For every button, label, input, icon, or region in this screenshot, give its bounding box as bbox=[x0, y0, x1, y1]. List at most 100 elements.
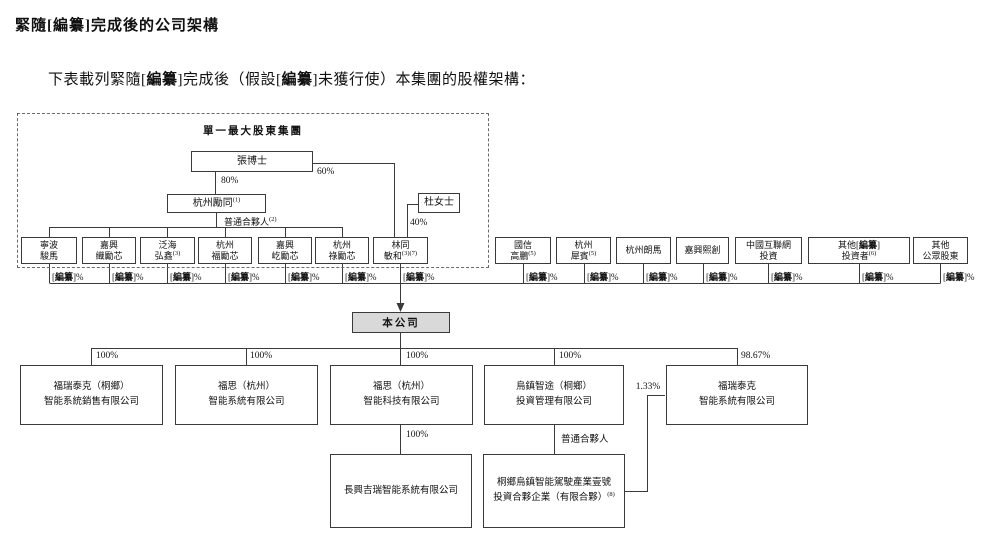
bracket: [ bbox=[288, 272, 291, 282]
pct-redacted-label: [編纂]% bbox=[112, 270, 144, 283]
bracket-pct: ]% bbox=[73, 272, 84, 282]
label-100pct: 100% bbox=[559, 351, 582, 361]
redacted-word: 編纂 bbox=[291, 272, 310, 282]
box-hangzhou-xibin: 杭州 犀賓(5) bbox=[556, 237, 611, 264]
box-the-company: 本公司 bbox=[352, 312, 450, 333]
redacted-word: 編纂 bbox=[406, 272, 425, 282]
entity-name: 公眾股東 bbox=[922, 250, 959, 261]
pct-redacted-label: [編纂]% bbox=[646, 270, 678, 283]
entity-name: 杭州勵同(1) bbox=[193, 196, 241, 210]
box-other-public-shareholders: 其他 公眾股東 bbox=[913, 237, 968, 264]
bracket-pct: ]% bbox=[667, 272, 678, 282]
entity-name: 寧波 bbox=[39, 239, 58, 250]
entity-name-text: 弘鑫 bbox=[154, 250, 173, 261]
entity-name: 福瑞泰克 bbox=[717, 382, 756, 392]
pct-redacted-label: [編纂]% bbox=[771, 270, 803, 283]
bracket: [ bbox=[943, 272, 946, 282]
label-100pct: 100% bbox=[406, 351, 429, 361]
gp-text: 普通合夥人 bbox=[224, 217, 270, 227]
pct-redacted-label: [編纂]% bbox=[170, 270, 202, 283]
largest-shareholder-group-box bbox=[17, 113, 489, 268]
entity-name: 福勵芯 bbox=[211, 250, 239, 261]
footnote-ref: (5) bbox=[528, 249, 536, 257]
entity-name: 杭州朗馬 bbox=[625, 245, 662, 255]
bracket: [ bbox=[587, 272, 590, 282]
pct-redacted-label: [編纂]% bbox=[526, 270, 558, 283]
bracket-pct: ]% bbox=[249, 272, 260, 282]
label-100pct: 100% bbox=[250, 351, 273, 361]
entity-name: 烏鎮智途（桐鄉） bbox=[515, 382, 592, 392]
entity-name-text: 犀賓 bbox=[570, 250, 589, 261]
redacted-word: 編纂 bbox=[146, 72, 178, 88]
label-general-partner: 普通合夥人(2) bbox=[224, 215, 277, 228]
entity-name: 投資者(6) bbox=[841, 250, 877, 262]
bracket: [ bbox=[345, 272, 348, 282]
entity-name: 織勵芯 bbox=[95, 250, 123, 261]
entity-name: 林同 bbox=[391, 239, 410, 250]
entity-name-text: 投資者 bbox=[841, 250, 869, 261]
box-hangzhou-langma: 杭州朗馬 bbox=[616, 237, 671, 264]
pct-redacted-label: [編纂]% bbox=[943, 270, 975, 283]
bracket: [ bbox=[771, 272, 774, 282]
box-jiaxing-zhilixin: 嘉興 織勵芯 bbox=[82, 237, 136, 264]
pct-redacted-label: [編纂]% bbox=[587, 270, 619, 283]
intro-paragraph: 下表載列緊隨[編纂]完成後（假設[編纂]未獲行使）本集團的股權架構： bbox=[48, 68, 535, 89]
footnote-ref: (2) bbox=[269, 216, 277, 223]
bracket-pct: ]% bbox=[366, 272, 377, 282]
entity-name: 犀賓(5) bbox=[570, 249, 597, 262]
bracket-pct: ]% bbox=[964, 272, 975, 282]
entity-name: 智能系統銷售有限公司 bbox=[43, 397, 139, 407]
redacted-word: 編纂 bbox=[858, 239, 877, 250]
bracket: [ bbox=[112, 272, 115, 282]
entity-name: 智能科技有限公司 bbox=[363, 397, 440, 407]
redacted-word: 編纂 bbox=[281, 72, 313, 88]
entity-name: 智能系統有限公司 bbox=[208, 397, 285, 407]
bracket-pct: ]% bbox=[547, 272, 558, 282]
pct-redacted-label: [編纂]% bbox=[706, 270, 738, 283]
box-changxing-jirui: 長興吉瑞智能系統有限公司 bbox=[330, 454, 472, 528]
box-fusi-hangzhou-systems: 福思（杭州） 智能系統有限公司 bbox=[175, 365, 318, 425]
entity-name-text: 敏和 bbox=[383, 250, 402, 261]
entity-name: 投資合夥企業（有限合夥）(8) bbox=[493, 491, 615, 506]
bracket-pct: ]% bbox=[727, 272, 738, 282]
bracket: [ bbox=[526, 272, 529, 282]
box-lintong-minhe: 林同 敏和(3)(7) bbox=[373, 237, 428, 264]
intro-text: 下表載列緊隨[ bbox=[48, 72, 147, 88]
box-fanhai-hongxin: 泛海 弘鑫(3) bbox=[140, 237, 195, 264]
down-arrowhead bbox=[396, 303, 405, 312]
pct-redacted-label: [編纂]% bbox=[345, 270, 377, 283]
bracket: [ bbox=[646, 272, 649, 282]
entity-name: 長興吉瑞智能系統有限公司 bbox=[343, 485, 458, 496]
footnote-ref: (1) bbox=[232, 196, 241, 204]
entity-name: 敏和(3)(7) bbox=[383, 249, 418, 262]
redacted-word: 編纂 bbox=[774, 272, 793, 282]
bracket-pct: ]% bbox=[792, 272, 803, 282]
label-1-33pct: 1.33% bbox=[635, 382, 661, 392]
entity-name: 弘鑫(3) bbox=[154, 250, 181, 262]
box-fretech-tongxiang-sales: 福瑞泰克（桐鄉） 智能系統銷售有限公司 bbox=[20, 365, 163, 425]
entity-name: 杭州 bbox=[215, 239, 234, 250]
pct-redacted-label: [編纂]% bbox=[862, 270, 894, 283]
pct-redacted-label: [編纂]% bbox=[288, 270, 320, 283]
entity-name: 福思（杭州） bbox=[217, 382, 275, 392]
entity-name-text: 其他[ bbox=[837, 239, 859, 250]
pct-redacted-label: [編纂]% bbox=[403, 270, 435, 283]
bracket-pct: ]% bbox=[608, 272, 619, 282]
box-fretech-intelligent-systems: 福瑞泰克 智能系統有限公司 bbox=[666, 365, 808, 425]
bracket: [ bbox=[706, 272, 709, 282]
redacted-word: 編纂 bbox=[649, 272, 668, 282]
pct-redacted-label: [編纂]% bbox=[52, 270, 84, 283]
box-ms-du: 杜女士 bbox=[418, 193, 460, 213]
entity-name: 桐鄉烏鎮智能駕駛產業壹號 bbox=[496, 478, 611, 488]
entity-name: 泛海 bbox=[158, 239, 177, 250]
box-tongxiang-wuzhen-partnership: 桐鄉烏鎮智能駕駛產業壹號 投資合夥企業（有限合夥）(8) bbox=[483, 454, 625, 528]
entity-name: 高鵬(5) bbox=[510, 249, 536, 262]
label-100pct: 100% bbox=[96, 351, 119, 361]
box-other-redacted-investors: 其他[編纂] 投資者(6) bbox=[808, 237, 910, 264]
box-jiaxing-yilixin: 嘉興 屹勵芯 bbox=[258, 237, 312, 264]
footnote-ref: (5) bbox=[588, 249, 597, 257]
footnote-ref: (3)(7) bbox=[401, 249, 418, 257]
intro-text: ]未獲行使）本集團的股權架構： bbox=[312, 72, 536, 88]
bracket: [ bbox=[228, 272, 231, 282]
